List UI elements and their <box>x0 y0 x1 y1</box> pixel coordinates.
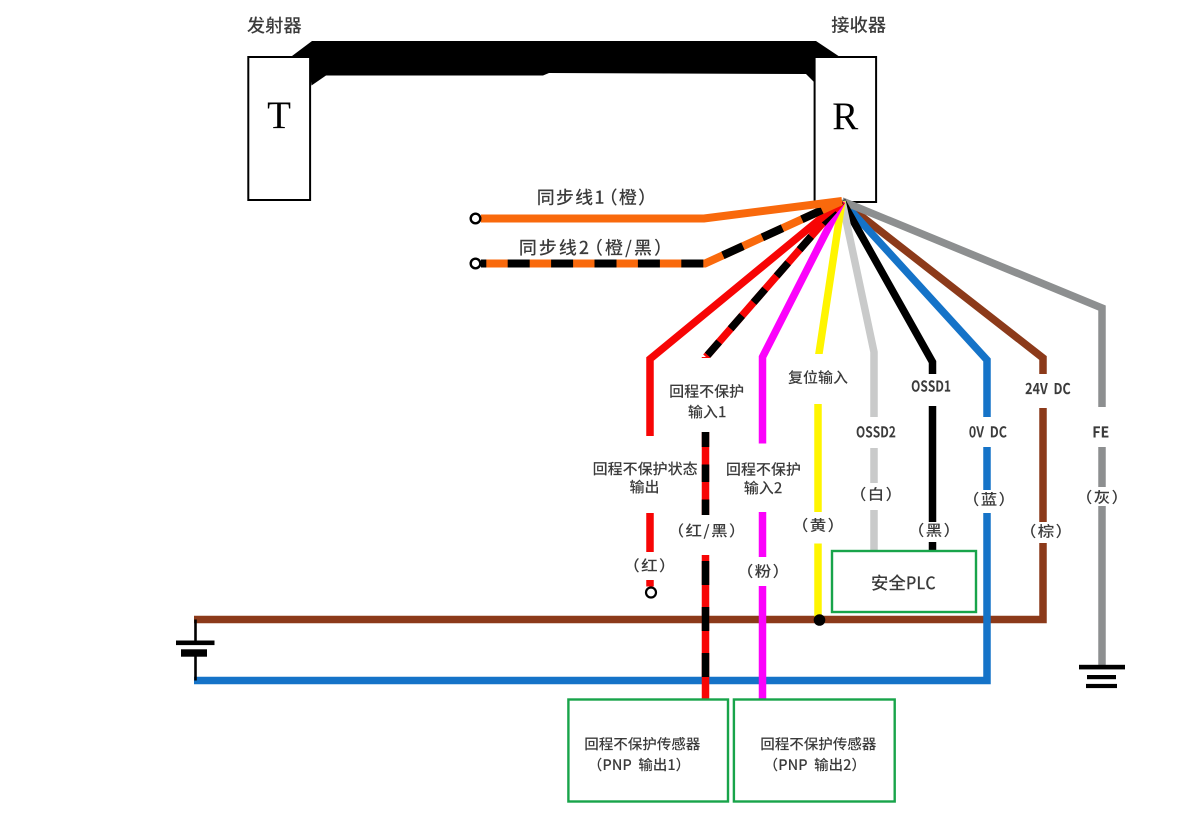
svg-text:R: R <box>832 95 858 138</box>
svg-text:T: T <box>267 94 291 137</box>
